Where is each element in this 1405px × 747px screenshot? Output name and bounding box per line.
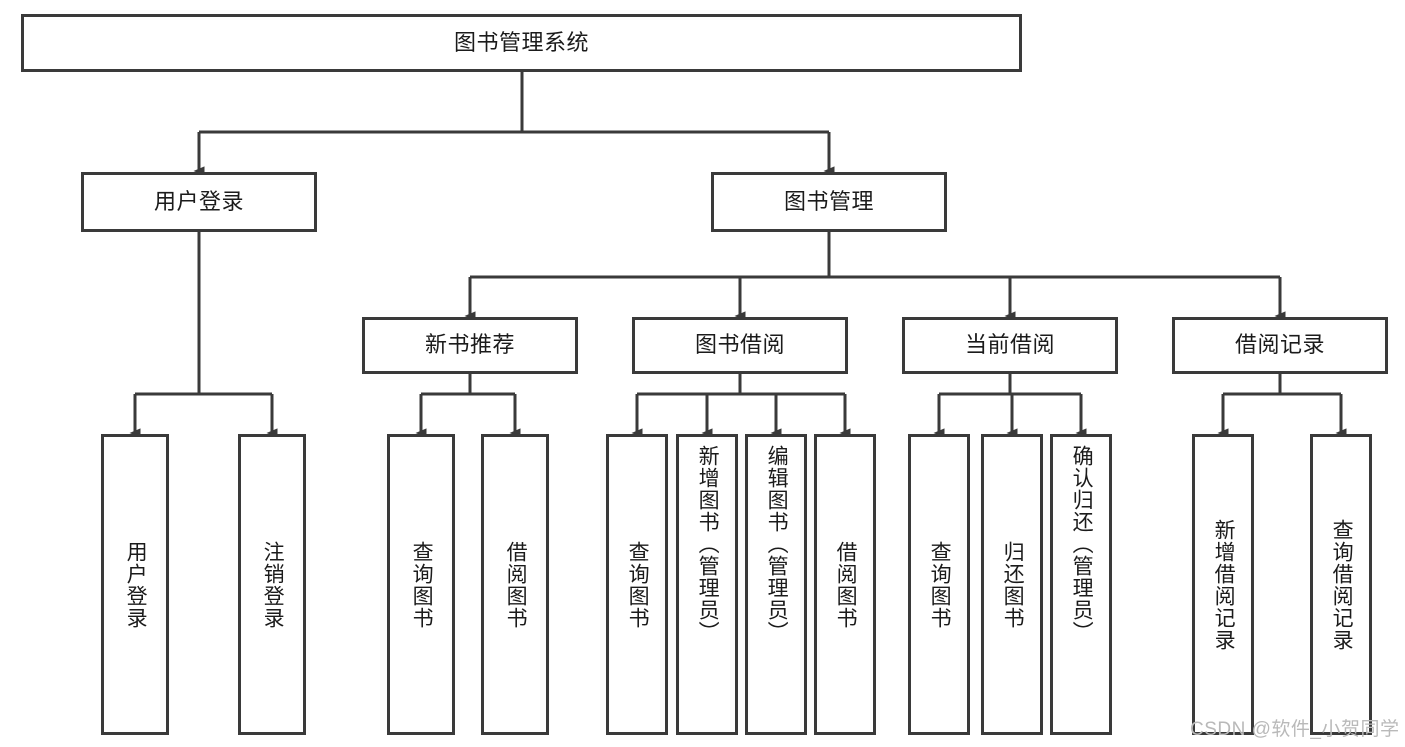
- node-label-leaf-query-3: 查询图书: [928, 540, 952, 629]
- node-book-manage[interactable]: 图书管理: [711, 172, 947, 232]
- node-label-leaf-add-book: 新增图书（管理员）: [696, 445, 720, 643]
- node-label-leaf-query-1: 查询图书: [410, 540, 434, 629]
- node-leaf-add-rec[interactable]: 新增借阅记录: [1192, 434, 1254, 735]
- node-label-leaf-query-2: 查询图书: [626, 540, 650, 629]
- node-leaf-user-login[interactable]: 用户登录: [101, 434, 169, 735]
- node-borrow-record[interactable]: 借阅记录: [1172, 317, 1388, 374]
- edge-group: [129, 72, 1347, 438]
- node-user-login[interactable]: 用户登录: [81, 172, 317, 232]
- node-leaf-borrow-1[interactable]: 借阅图书: [481, 434, 549, 735]
- node-label-leaf-borrow-2: 借阅图书: [834, 540, 858, 629]
- node-label-leaf-return: 归还图书: [1001, 540, 1025, 629]
- node-label-book-manage: 图书管理: [783, 188, 874, 214]
- node-leaf-borrow-2[interactable]: 借阅图书: [814, 434, 876, 735]
- node-label-leaf-borrow-1: 借阅图书: [504, 540, 528, 629]
- node-label-user-login: 用户登录: [153, 188, 244, 214]
- node-leaf-edit-book[interactable]: 编辑图书（管理员）: [745, 434, 807, 735]
- node-label-leaf-query-rec: 查询借阅记录: [1330, 518, 1354, 651]
- node-label-book-borrow: 图书借阅: [694, 332, 785, 358]
- node-leaf-add-book[interactable]: 新增图书（管理员）: [676, 434, 738, 735]
- node-label-borrow-record: 借阅记录: [1234, 332, 1325, 358]
- node-leaf-return[interactable]: 归还图书: [981, 434, 1043, 735]
- node-new-book-rec[interactable]: 新书推荐: [362, 317, 578, 374]
- node-current-borrow[interactable]: 当前借阅: [902, 317, 1118, 374]
- node-root[interactable]: 图书管理系统: [21, 14, 1022, 72]
- node-label-leaf-logout: 注销登录: [261, 540, 285, 629]
- node-leaf-query-1[interactable]: 查询图书: [387, 434, 455, 735]
- node-leaf-query-rec[interactable]: 查询借阅记录: [1310, 434, 1372, 735]
- node-label-new-book-rec: 新书推荐: [424, 332, 515, 358]
- csdn-watermark: CSDN @软件_小贺同学: [1190, 719, 1400, 740]
- node-leaf-logout[interactable]: 注销登录: [238, 434, 306, 735]
- node-label-root: 图书管理系统: [453, 29, 589, 55]
- node-label-leaf-add-rec: 新增借阅记录: [1212, 518, 1236, 651]
- node-leaf-query-2[interactable]: 查询图书: [606, 434, 668, 735]
- node-label-leaf-edit-book: 编辑图书（管理员）: [765, 445, 789, 643]
- node-book-borrow[interactable]: 图书借阅: [632, 317, 848, 374]
- node-label-current-borrow: 当前借阅: [964, 332, 1055, 358]
- node-label-leaf-user-login: 用户登录: [124, 540, 148, 629]
- node-leaf-confirm[interactable]: 确认归还（管理员）: [1050, 434, 1112, 735]
- node-leaf-query-3[interactable]: 查询图书: [908, 434, 970, 735]
- node-label-leaf-confirm: 确认归还（管理员）: [1070, 445, 1094, 643]
